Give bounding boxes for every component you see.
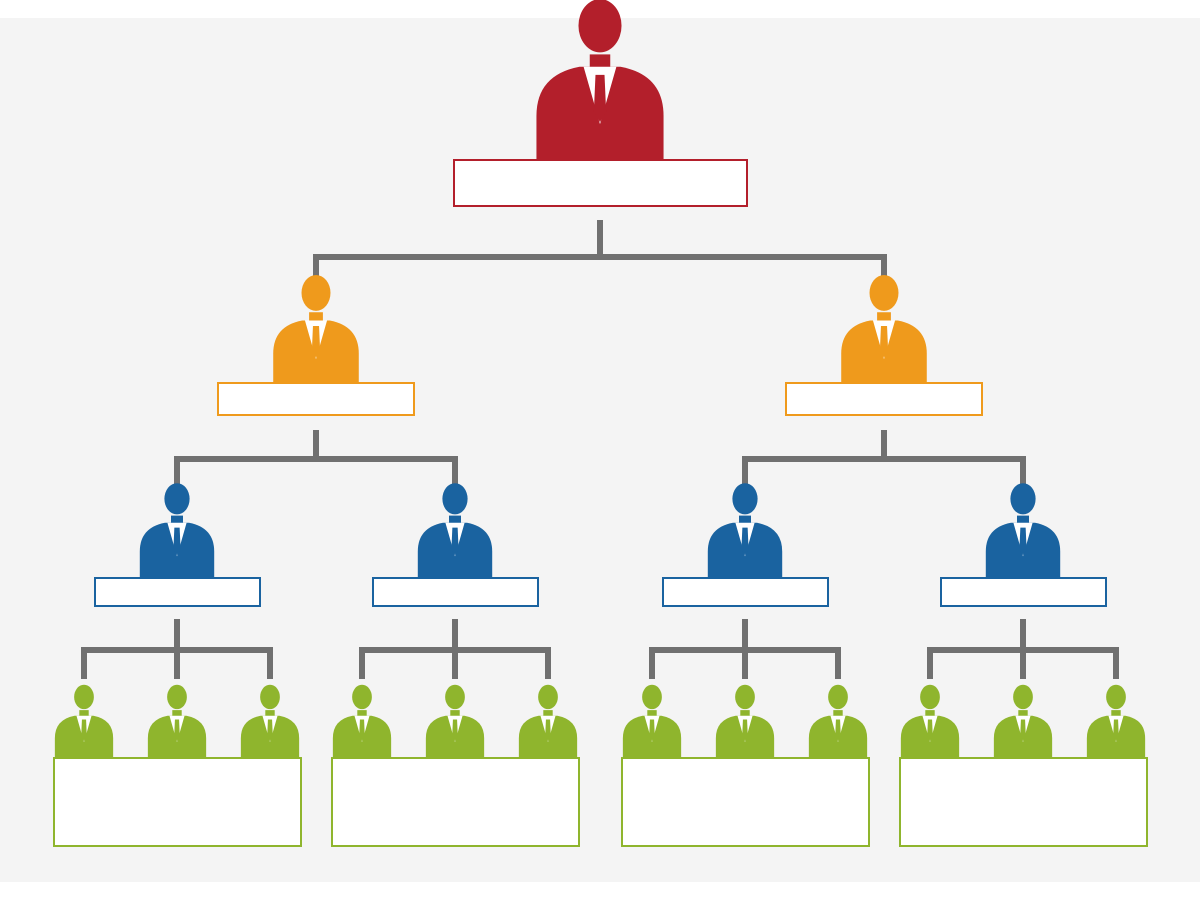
staff-group-2-label-box (331, 757, 580, 847)
staff-4-3-person-icon (1086, 684, 1146, 759)
lead-3-person-icon (707, 483, 783, 578)
lead-2-person-icon (417, 483, 493, 578)
staff-group-4-label-box (899, 757, 1148, 847)
director-person-icon (536, 0, 664, 161)
staff-4-2-person-icon (993, 684, 1053, 759)
org-nodes (53, 0, 1148, 847)
manager-2-person-icon (841, 274, 927, 384)
director-label-box (453, 159, 748, 207)
staff-1-1-person-icon (54, 684, 114, 759)
lead-1-person-icon (139, 483, 215, 578)
lead-2-label-box (372, 577, 539, 607)
staff-1-3-person-icon (240, 684, 300, 759)
staff-3-1-person-icon (622, 684, 682, 759)
manager-1-label-box (217, 382, 415, 416)
lead-4-label-box (940, 577, 1107, 607)
staff-3-2-person-icon (715, 684, 775, 759)
staff-2-1-person-icon (332, 684, 392, 759)
lead-4-person-icon (985, 483, 1061, 578)
manager-1-person-icon (273, 274, 359, 384)
staff-1-2-person-icon (147, 684, 207, 759)
staff-4-1-person-icon (900, 684, 960, 759)
staff-group-3-label-box (621, 757, 870, 847)
lead-3-label-box (662, 577, 829, 607)
connector-lines (81, 220, 1119, 679)
staff-2-3-person-icon (518, 684, 578, 759)
staff-2-2-person-icon (425, 684, 485, 759)
staff-3-3-person-icon (808, 684, 868, 759)
manager-2-label-box (785, 382, 983, 416)
lead-1-label-box (94, 577, 261, 607)
staff-group-1-label-box (53, 757, 302, 847)
